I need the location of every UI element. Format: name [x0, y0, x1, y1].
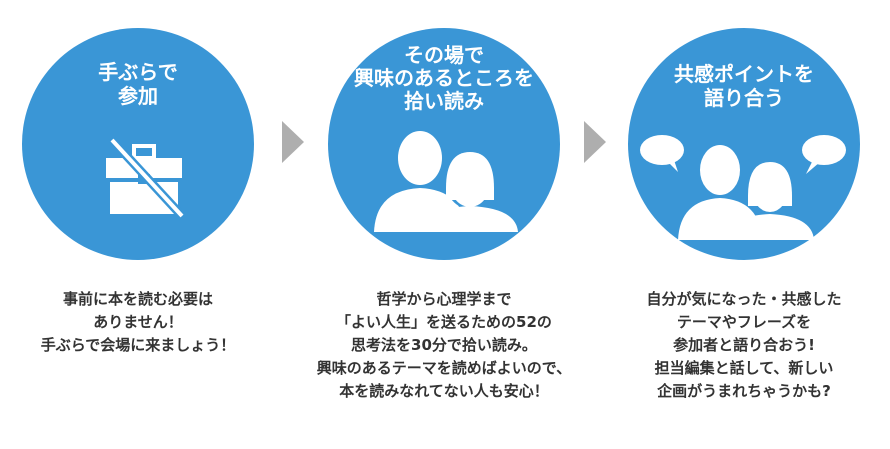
step-2-title: その場で 興味のあるところを 拾い読み: [354, 43, 534, 113]
step-3-circle: 共感ポイントを 語り合う: [628, 28, 860, 260]
step-3-title: 共感ポイントを 語り合う: [674, 62, 814, 110]
arrow-icon: [282, 121, 304, 163]
step-2-circle: その場で 興味のあるところを 拾い読み: [328, 28, 560, 260]
two-people-icon: [374, 131, 518, 232]
arrow-icon: [584, 121, 606, 163]
people-talking-icon: [640, 135, 846, 240]
step-1-description: 事前に本を読む必要は ありません！ 手ぶらで会場に来ましょう！: [40, 290, 236, 354]
step-3-description: 自分が気になった・共感した テーマやフレーズを 参加者と語り合おう! 担当編集と…: [646, 290, 842, 400]
step-1-title: 手ぶらで 参加: [98, 60, 178, 108]
step-1-circle: 手ぶらで 参加: [22, 28, 254, 260]
step-2-description: 哲学から心理学まで 「よい人生」を送るための52の 思考法を30分で拾い読み。 …: [316, 290, 572, 400]
no-briefcase-icon: [106, 138, 184, 218]
